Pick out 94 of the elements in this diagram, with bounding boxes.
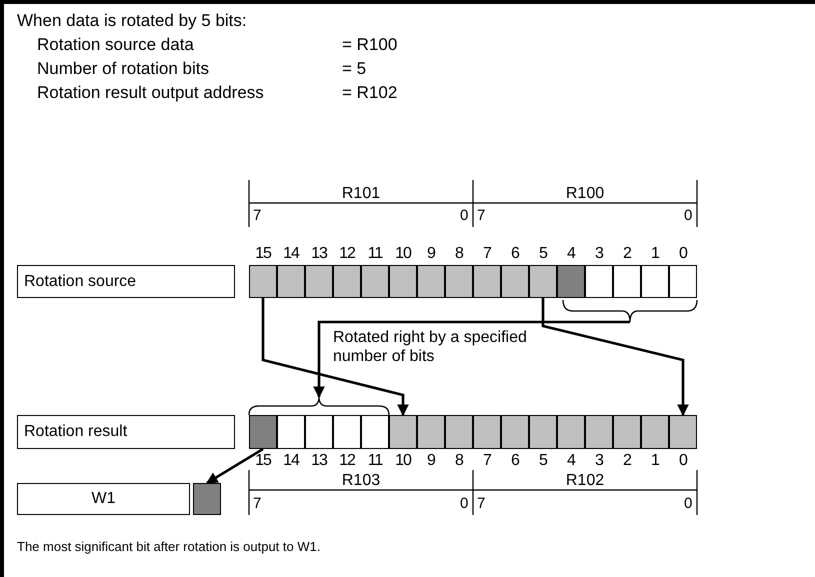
bit-cell xyxy=(501,265,529,298)
parameter-value: = R102 xyxy=(342,84,398,101)
bit-number: 11 xyxy=(368,453,382,469)
bit-cell xyxy=(305,415,333,449)
bit-number: 13 xyxy=(311,246,327,262)
bit-cell xyxy=(249,415,277,449)
bit-cell xyxy=(585,415,613,449)
register-name: R100 xyxy=(566,186,604,202)
arrow xyxy=(313,320,630,398)
bit-number: 11 xyxy=(368,246,382,262)
bit-number: 3 xyxy=(595,246,603,262)
bit-cell xyxy=(669,415,697,449)
bit-number: 9 xyxy=(427,246,435,262)
bit-cell xyxy=(473,415,501,449)
bit-number: 7 xyxy=(483,453,491,469)
bit-number: 6 xyxy=(511,246,519,262)
bit-cell xyxy=(277,265,305,298)
bit-number: 10 xyxy=(395,246,411,262)
bit-cell xyxy=(333,415,361,449)
byte-bit-number: 0 xyxy=(460,208,468,223)
bit-cell xyxy=(585,265,613,298)
bit-cell xyxy=(361,265,389,298)
label-box: W1 xyxy=(17,483,190,515)
bit-number: 4 xyxy=(567,453,575,469)
bit-cell xyxy=(305,265,333,298)
bit-number: 14 xyxy=(283,246,299,262)
register-name: R101 xyxy=(342,186,380,202)
byte-bit-number: 7 xyxy=(477,496,486,511)
bit-cell xyxy=(445,415,473,449)
bit-cell xyxy=(501,415,529,449)
label-box: Rotation result xyxy=(17,415,235,449)
bit-number: 0 xyxy=(679,246,687,262)
arrow xyxy=(542,298,689,416)
byte-bit-number: 0 xyxy=(460,496,468,511)
parameter-value: = 5 xyxy=(342,60,366,77)
bit-number: 12 xyxy=(339,246,355,262)
bit-number: 0 xyxy=(679,453,687,469)
bit-number: 10 xyxy=(395,453,411,469)
bit-number: 2 xyxy=(623,246,631,262)
bit-cell xyxy=(333,265,361,298)
bit-number: 15 xyxy=(255,246,271,262)
bit-cell xyxy=(613,265,641,298)
bit-number: 8 xyxy=(455,453,463,469)
byte-bit-number: 0 xyxy=(684,496,692,511)
bit-cell xyxy=(641,415,669,449)
parameter-name: Rotation result output address xyxy=(37,84,264,101)
byte-bit-number: 7 xyxy=(253,208,262,223)
bit-cell xyxy=(613,415,641,449)
parameter-name: Rotation source data xyxy=(37,36,194,53)
register-name: R103 xyxy=(342,473,380,489)
bit-cell xyxy=(193,483,221,515)
bit-cell xyxy=(249,265,277,298)
bit-number: 15 xyxy=(255,453,271,469)
bit-cell xyxy=(389,415,417,449)
bit-cell xyxy=(557,415,585,449)
arrow xyxy=(206,448,264,484)
bit-number: 8 xyxy=(455,246,463,262)
curly-brace xyxy=(249,397,389,415)
bit-number: 4 xyxy=(567,246,575,262)
bit-number: 13 xyxy=(311,453,327,469)
bit-cell xyxy=(389,265,417,298)
arrow xyxy=(262,298,409,416)
label-box: Rotation source xyxy=(17,265,235,298)
bit-number: 12 xyxy=(339,453,355,469)
bit-number: 5 xyxy=(539,246,547,262)
byte-bit-number: 7 xyxy=(253,496,262,511)
bit-cell xyxy=(473,265,501,298)
bit-cell xyxy=(417,265,445,298)
heading-text: When data is rotated by 5 bits: xyxy=(17,12,247,29)
byte-bit-number: 7 xyxy=(477,208,486,223)
curly-brace xyxy=(563,300,697,322)
bit-cell xyxy=(529,415,557,449)
bit-number: 6 xyxy=(511,453,519,469)
bit-cell xyxy=(641,265,669,298)
bit-number: 2 xyxy=(623,453,631,469)
register-name: R102 xyxy=(566,473,604,489)
bit-number: 9 xyxy=(427,453,435,469)
bit-cell xyxy=(361,415,389,449)
bit-number: 1 xyxy=(651,246,659,262)
bit-cell xyxy=(669,265,697,298)
note-text: The most significant bit after rotation is output to W1. xyxy=(17,540,320,553)
parameter-value: = R100 xyxy=(342,36,398,53)
bit-number: 7 xyxy=(483,246,491,262)
bit-number: 3 xyxy=(595,453,603,469)
bit-number: 14 xyxy=(283,453,299,469)
bit-cell xyxy=(557,265,585,298)
bit-cell xyxy=(277,415,305,449)
bit-number: 5 xyxy=(539,453,547,469)
bit-cell xyxy=(529,265,557,298)
bit-cell xyxy=(417,415,445,449)
bit-number: 1 xyxy=(651,453,659,469)
byte-bit-number: 0 xyxy=(684,208,692,223)
parameter-name: Number of rotation bits xyxy=(37,60,209,77)
bit-cell xyxy=(445,265,473,298)
